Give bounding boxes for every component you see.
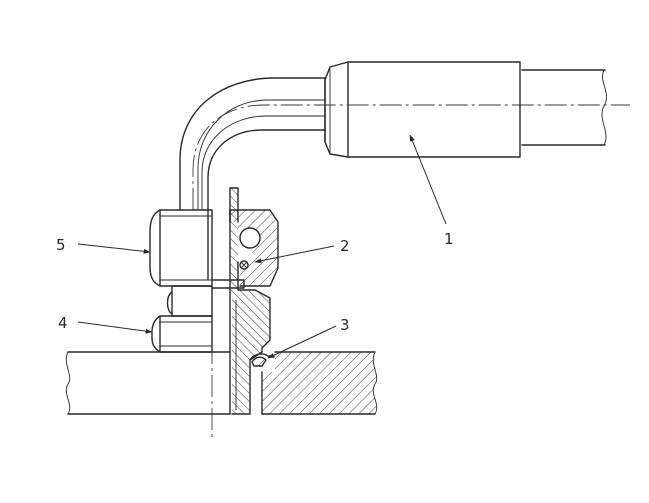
fitting-body xyxy=(229,187,271,415)
callout-5: 5 xyxy=(56,236,66,254)
hose xyxy=(521,69,607,146)
tube-end xyxy=(207,209,231,281)
sealing-ring xyxy=(249,353,275,367)
leader-2 xyxy=(254,245,335,264)
hose-ferrule xyxy=(324,61,521,158)
ball-element xyxy=(239,227,261,270)
callout-3: 3 xyxy=(340,316,350,334)
leader-4 xyxy=(77,321,153,334)
union-nut xyxy=(149,209,279,287)
mounting-plate xyxy=(65,351,231,415)
leader-3 xyxy=(267,325,337,359)
callout-2: 2 xyxy=(340,237,350,255)
leader-5 xyxy=(77,243,151,254)
leader-1 xyxy=(409,134,447,225)
leader-lines xyxy=(77,134,447,359)
lock-nut xyxy=(151,315,213,353)
callout-4: 4 xyxy=(58,314,68,332)
mounting-plate-section xyxy=(261,351,378,415)
bent-tube xyxy=(179,77,326,211)
callout-labels: 1 2 3 4 5 xyxy=(56,230,454,334)
callout-1: 1 xyxy=(444,230,454,248)
